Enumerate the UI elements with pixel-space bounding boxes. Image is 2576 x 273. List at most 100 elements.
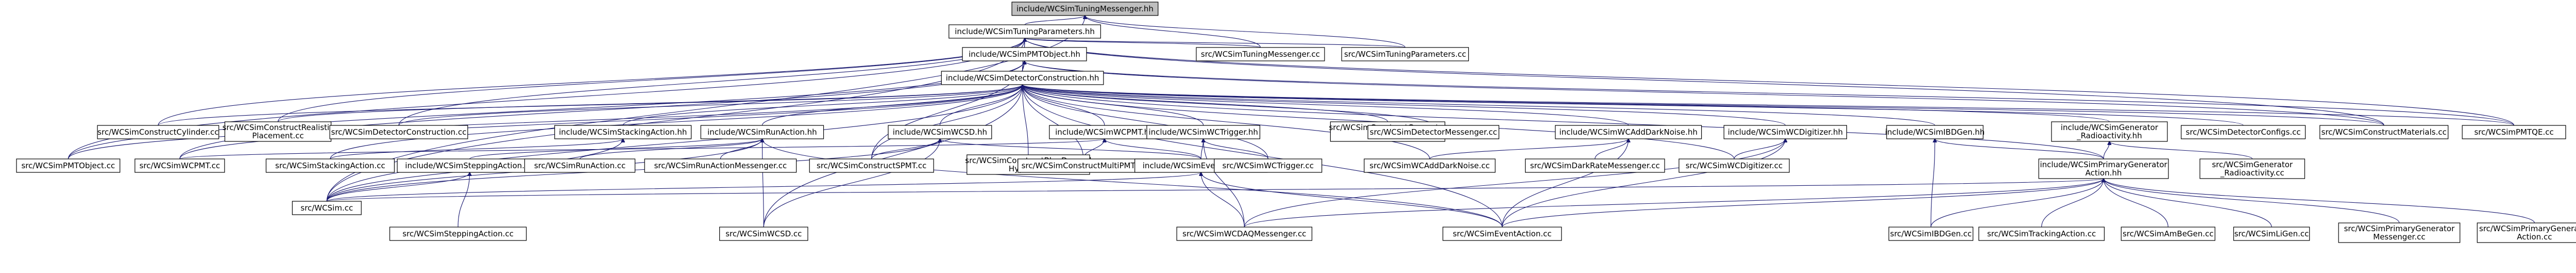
- graph-node[interactable]: include/WCSimRunAction.hh: [700, 125, 824, 139]
- graph-node[interactable]: include/WCSimWCAddDarkNoise.hh: [1555, 125, 1702, 139]
- node-label: src/WCSimLiGen.cc: [2234, 229, 2309, 238]
- graph-node[interactable]: src/WCSimDarkRateMessenger.cc: [1525, 158, 1665, 173]
- node-label: src/WCSimSteppingAction.cc: [402, 229, 514, 238]
- graph-node[interactable]: src/WCSimWCTrigger.cc: [1214, 158, 1323, 173]
- dependency-edge: [398, 85, 1023, 126]
- node-box: [265, 158, 395, 173]
- node-label: src/WCSimConstructMultiPMT.cc: [1022, 161, 1146, 170]
- node-box: [2319, 125, 2449, 139]
- node-box: [134, 158, 225, 173]
- dependency-edge: [277, 38, 1025, 122]
- graph-node[interactable]: src/WCSimWCPMT.cc: [134, 158, 225, 173]
- graph-node[interactable]: src/WCSimIBDGen.cc: [1888, 227, 1974, 241]
- node-box: [1196, 47, 1325, 61]
- graph-node[interactable]: src/WCSimTrackingAction.cc: [1978, 227, 2105, 241]
- graph-node[interactable]: src/WCSimTuningMessenger.cc: [1196, 47, 1325, 61]
- node-box: [2199, 158, 2306, 179]
- node-box: [719, 227, 808, 241]
- graph-node[interactable]: src/WCSimRunAction.cc: [524, 158, 636, 173]
- root-node: include/WCSimTuningMessenger.hh: [1011, 2, 1159, 16]
- node-label: include/WCSimRunAction.hh: [707, 127, 817, 137]
- node-box: [2038, 158, 2169, 179]
- graph-node[interactable]: include/WCSimWCDigitizer.hh: [1723, 125, 1848, 139]
- dependency-edge: [1023, 85, 1084, 159]
- node-label: Messenger.cc: [2373, 232, 2425, 242]
- node-box: [1364, 158, 1496, 173]
- node-label: src/WCSimPrimaryGenerator: [2479, 224, 2576, 233]
- graph-node[interactable]: src/WCSimSteppingAction.cc: [389, 227, 527, 241]
- dependency-edge: [1024, 61, 2515, 126]
- graph-node[interactable]: src/WCSimWCDigitizer.cc: [1679, 158, 1790, 173]
- node-box: [397, 158, 543, 173]
- graph-node[interactable]: src/WCSimEventAction.cc: [1443, 227, 1562, 241]
- graph-node[interactable]: include/WCSimIBDGen.hh: [1885, 125, 1985, 139]
- graph-node[interactable]: src/WCSimDetectorConstruction.cc: [329, 125, 468, 139]
- graph-node[interactable]: src/WCSimTuningParameters.cc: [1341, 47, 1469, 61]
- node-label: src/WCSimAmBeGen.cc: [2123, 229, 2214, 238]
- graph-node[interactable]: include/WCSimDetectorConstruction.hh: [941, 71, 1104, 85]
- graph-node[interactable]: src/WCSim.cc: [292, 201, 362, 215]
- node-box: [16, 158, 121, 173]
- graph-node[interactable]: src/WCSimWCDAQMessenger.cc: [1176, 227, 1313, 241]
- graph-node[interactable]: include/WCSimPMTObject.hh: [962, 47, 1087, 61]
- dependency-edge: [2109, 141, 2253, 159]
- dependency-edge: [1023, 85, 1786, 126]
- node-box: [1367, 125, 1500, 139]
- node-box: [2181, 125, 2306, 139]
- node-label: include/WCSimWCTrigger.hh: [1148, 127, 1258, 137]
- dependency-edge: [1023, 85, 2104, 159]
- dependency-edge: [398, 38, 1025, 126]
- graph-node[interactable]: src/WCSimPMTQE.cc: [2462, 125, 2566, 139]
- graph-node[interactable]: src/WCSimConstructMaterials.cc: [2319, 125, 2449, 139]
- node-label: src/WCSimPrimaryGenerator: [2344, 224, 2455, 233]
- dependency-edge: [326, 172, 469, 202]
- node-label: src/WCSimWCDAQMessenger.cc: [1182, 229, 1306, 238]
- node-label: include/WCSimPMTObject.hh: [969, 50, 1080, 59]
- graph-node[interactable]: include/WCSimGenerator_Radioactivity.hh: [2051, 121, 2168, 142]
- dependency-edge: [1085, 15, 1261, 48]
- graph-node[interactable]: src/WCSimLiGen.cc: [2233, 227, 2310, 241]
- graph-node[interactable]: src/WCSimConstructSPMT.cc: [809, 158, 934, 173]
- graph-node[interactable]: src/WCSimGenerator_Radioactivity.cc: [2199, 158, 2306, 179]
- dependency-edge: [1025, 38, 1261, 48]
- graph-node[interactable]: include/WCSimSteppingAction.hh: [397, 158, 543, 173]
- graph-node[interactable]: include/WCSimWCTrigger.hh: [1146, 125, 1261, 139]
- graph-node[interactable]: include/WCSimTuningParameters.hh: [948, 24, 1101, 39]
- graph-node[interactable]: include/WCSimStackingAction.hh: [554, 125, 692, 139]
- graph-node[interactable]: include/WCSimWCSD.hh: [888, 125, 992, 139]
- graph-node[interactable]: src/WCSimPMTObject.cc: [16, 158, 121, 173]
- graph-node[interactable]: src/WCSimRunActionMessenger.cc: [644, 158, 797, 173]
- graph-node[interactable]: src/WCSimWCSD.cc: [719, 227, 808, 241]
- graph-node[interactable]: src/WCSimWCAddDarkNoise.cc: [1364, 158, 1496, 173]
- dependency-edge: [330, 85, 1023, 159]
- node-label: include/WCSimIBDGen.hh: [1885, 127, 1985, 137]
- node-label: src/WCSimWCSD.cc: [725, 229, 802, 238]
- node-box: [1176, 227, 1313, 241]
- node-box: [1679, 158, 1790, 173]
- node-label: src/WCSimRunActionMessenger.cc: [654, 161, 787, 170]
- graph-node[interactable]: src/WCSimDetectorMessenger.cc: [1367, 125, 1500, 139]
- node-label: src/WCSimTuningMessenger.cc: [1201, 50, 1320, 59]
- dependency-edge: [1023, 85, 2515, 126]
- graph-node[interactable]: src/WCSimAmBeGen.cc: [2121, 227, 2215, 241]
- node-label: src/WCSimWCTrigger.cc: [1223, 161, 1314, 170]
- graph-node[interactable]: src/WCSimConstructCylinder.cc: [97, 125, 219, 139]
- node-label: src/WCSimConstructMaterials.cc: [2321, 127, 2447, 137]
- node-box: [1888, 227, 1974, 241]
- graph-node[interactable]: include/WCSimWCPMT.hh: [1049, 125, 1160, 139]
- dependency-edge: [179, 139, 1105, 159]
- dependency-edge: [1025, 38, 1405, 48]
- node-box: [1723, 125, 1848, 139]
- dependency-edge: [762, 139, 764, 228]
- dependency-edge: [1023, 85, 1105, 126]
- node-box: [948, 24, 1101, 39]
- dependency-edge: [330, 139, 623, 159]
- graph-node[interactable]: src/WCSimStackingAction.cc: [265, 158, 395, 173]
- graph-node[interactable]: src/WCSimDetectorConfigs.cc: [2181, 125, 2306, 139]
- dependency-edge: [1930, 139, 1935, 228]
- graph-node[interactable]: src/WCSimConstructMultiPMT.cc: [1018, 158, 1149, 173]
